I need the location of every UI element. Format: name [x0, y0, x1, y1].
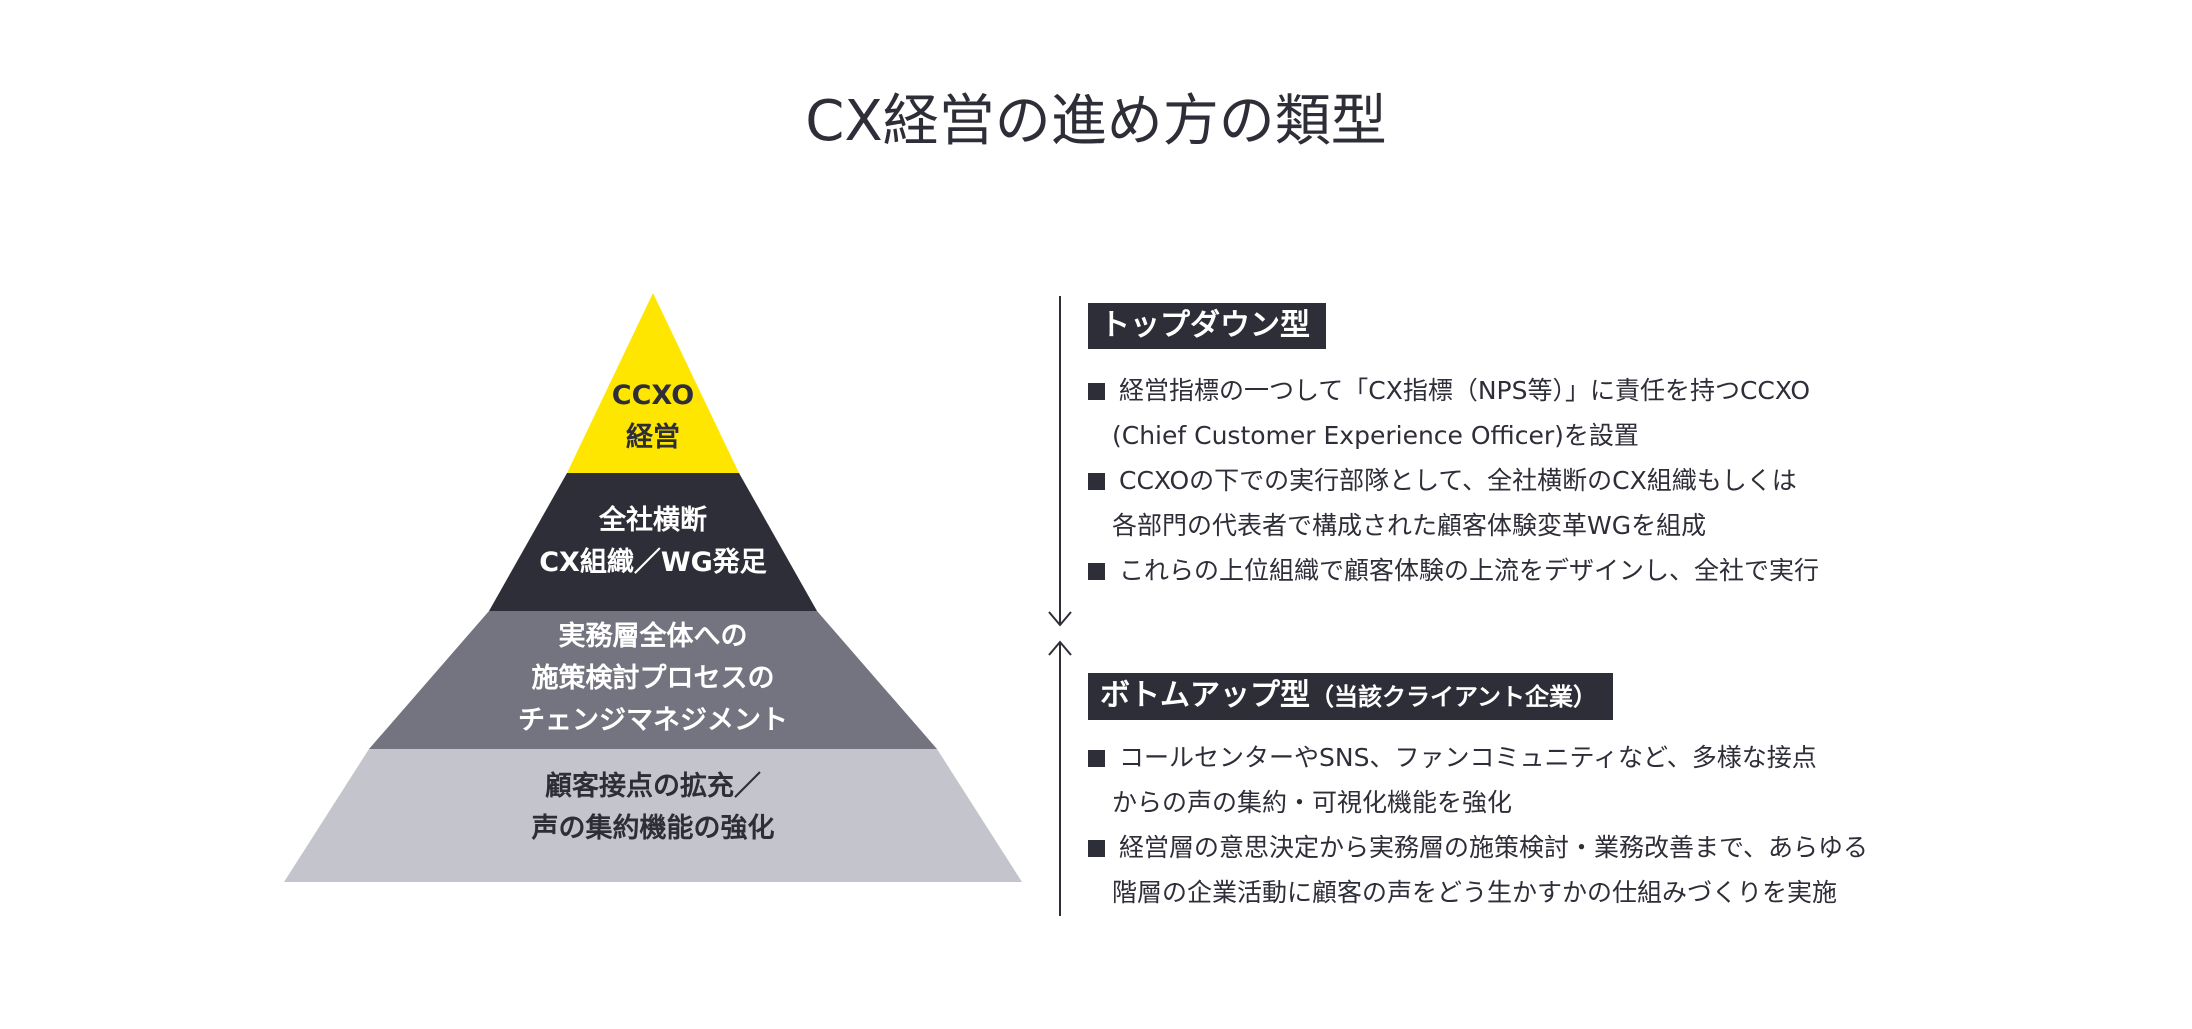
- square-bullet-icon: [1088, 840, 1105, 857]
- item-text: これらの上位組織で顧客体験の上流をデザインし、全社で実行: [1119, 556, 1820, 585]
- pyramid-label-change-management: 実務層全体への 施策検討プロセスの チェンジマネジメント: [284, 616, 1022, 742]
- top-down-item: 経営指標の一つして「CX指標（NPS等）」に責任を持つCCXO (Chief C…: [1088, 368, 1810, 458]
- pyramid-label-line: 経営: [626, 422, 680, 453]
- item-text: 経営層の意思決定から実務層の施策検討・業務改善まで、あらゆる: [1119, 833, 1869, 862]
- pyramid-level-4: [284, 749, 1022, 882]
- pyramid-label-ccxo: CCXO 経営: [284, 375, 1022, 459]
- pyramid-label-line: 実務層全体への: [558, 621, 748, 652]
- bottom-up-item: コールセンターやSNS、ファンコミュニティなど、多様な接点 からの声の集約・可視…: [1088, 735, 1817, 825]
- bottom-up-item: 経営層の意思決定から実務層の施策検討・業務改善まで、あらゆる 階層の企業活動に顧…: [1088, 825, 1868, 915]
- top-down-heading: トップダウン型: [1088, 303, 1326, 349]
- pyramid-label-line: チェンジマネジメント: [518, 705, 788, 736]
- item-text-continued: 各部門の代表者で構成された顧客体験変革WGを組成: [1112, 511, 1707, 540]
- pyramid-label-line: 声の集約機能の強化: [531, 813, 775, 844]
- square-bullet-icon: [1088, 750, 1105, 767]
- item-text-continued: からの声の集約・可視化機能を強化: [1112, 788, 1513, 817]
- pyramid-label-line: 全社横断: [599, 505, 707, 536]
- pyramid-diagram: CCXO 経営 全社横断 CX組織／WG発足 実務層全体への 施策検討プロセスの…: [284, 293, 1022, 882]
- square-bullet-icon: [1088, 383, 1105, 400]
- direction-arrows: [1048, 296, 1072, 916]
- pyramid-level-1: [567, 293, 739, 473]
- pyramid-level-3: [369, 611, 937, 749]
- item-text: 経営指標の一つして「CX指標（NPS等）」に責任を持つCCXO: [1119, 376, 1811, 405]
- top-down-item: これらの上位組織で顧客体験の上流をデザインし、全社で実行: [1088, 548, 1819, 593]
- pyramid-label-line: CX組織／WG発足: [539, 547, 767, 578]
- page-title: CX経営の進め方の類型: [805, 89, 1387, 154]
- pyramid-label-cx-org: 全社横断 CX組織／WG発足: [284, 500, 1022, 584]
- bottom-up-heading: ボトムアップ型（当該クライアント企業）: [1088, 673, 1614, 720]
- bottom-up-heading-main: ボトムアップ型: [1100, 678, 1310, 713]
- square-bullet-icon: [1088, 473, 1105, 490]
- down-arrow: [1048, 296, 1072, 627]
- pyramid-label-line: CCXO: [611, 380, 695, 411]
- pyramid-label-line: 顧客接点の拡充／: [545, 771, 761, 802]
- pyramid-label-customer-touchpoints: 顧客接点の拡充／ 声の集約機能の強化: [284, 766, 1022, 850]
- up-arrow: [1048, 640, 1072, 916]
- pyramid-label-line: 施策検討プロセスの: [531, 663, 775, 694]
- pyramid-level-2: [489, 473, 817, 611]
- pyramid-shape: [284, 293, 1022, 882]
- top-down-item: CCXOの下での実行部隊として、全社横断のCX組織もしくは 各部門の代表者で構成…: [1088, 458, 1797, 548]
- square-bullet-icon: [1088, 563, 1105, 580]
- item-text-continued: (Chief Customer Experience Officer)を設置: [1112, 421, 1639, 450]
- item-text: CCXOの下での実行部隊として、全社横断のCX組織もしくは: [1119, 466, 1797, 495]
- item-text: コールセンターやSNS、ファンコミュニティなど、多様な接点: [1119, 743, 1817, 772]
- item-text-continued: 階層の企業活動に顧客の声をどう生かすかの仕組みづくりを実施: [1112, 878, 1838, 907]
- bottom-up-heading-sub: （当該クライアント企業）: [1310, 683, 1598, 711]
